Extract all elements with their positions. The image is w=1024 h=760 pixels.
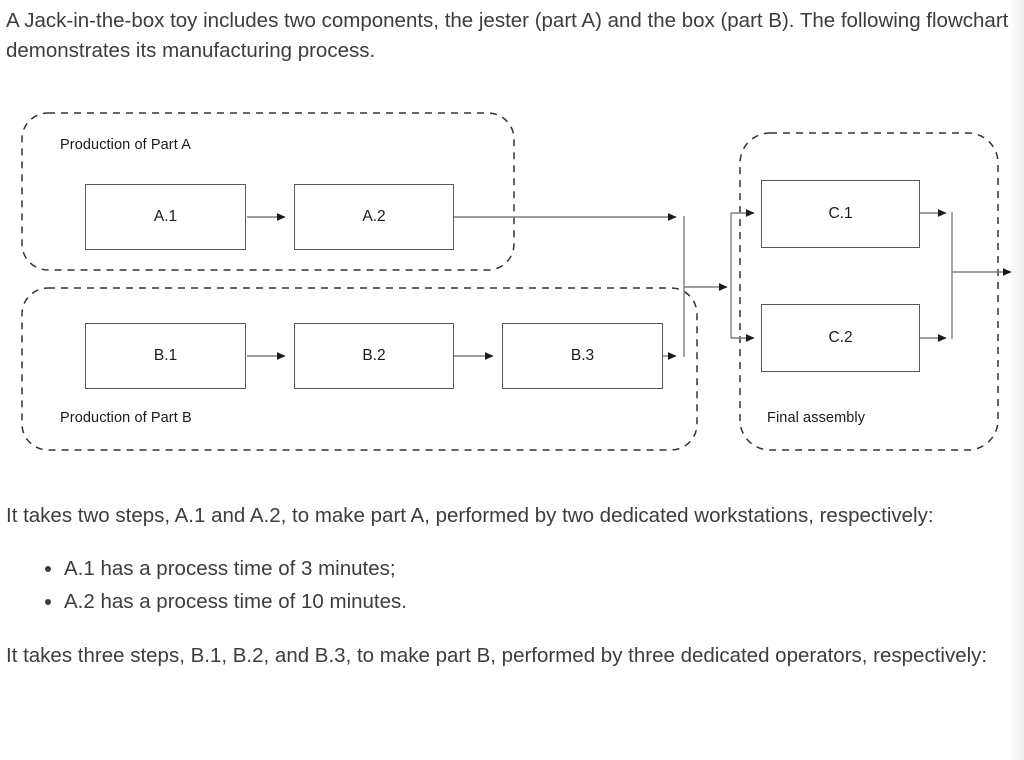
node-b2-label: B.2 (362, 347, 386, 364)
group-label-part-a: Production of Part A (60, 137, 191, 153)
node-c2-label: C.2 (828, 329, 853, 346)
node-a1[interactable]: A.1 (85, 184, 246, 250)
node-b1[interactable]: B.1 (85, 323, 246, 389)
list-item: A.2 has a process time of 10 minutes. (64, 585, 1016, 618)
paragraph-part-a-steps: It takes two steps, A.1 and A.2, to make… (6, 504, 934, 527)
node-b1-label: B.1 (153, 347, 178, 364)
group-label-part-b: Production of Part B (60, 410, 192, 426)
bullet-list-part-a: A.1 has a process time of 3 minutes; A.2… (6, 552, 1016, 618)
intro-paragraph: A Jack-in-the-box toy includes two compo… (6, 9, 1009, 62)
group-label-final-assembly: Final assembly (767, 410, 866, 426)
node-b3-label: B.3 (570, 347, 595, 364)
group-part-b-outline (21, 287, 698, 451)
manufacturing-flowchart: Production of Part A Production of Part … (0, 100, 1024, 470)
node-a2-label: A.2 (362, 208, 386, 225)
flowchart-connectors-and-groups (21, 112, 1012, 451)
node-b3[interactable]: B.3 (502, 323, 663, 389)
body-copy: It takes two steps, A.1 and A.2, to make… (6, 500, 1016, 672)
list-item: A.1 has a process time of 3 minutes; (64, 552, 1016, 585)
paragraph-part-b-steps: It takes three steps, B.1, B.2, and B.3,… (6, 644, 988, 667)
node-c1[interactable]: C.1 (761, 180, 920, 248)
group-part-a-outline (21, 112, 515, 271)
node-a1-label: A.1 (153, 208, 178, 225)
node-b2[interactable]: B.2 (294, 323, 454, 389)
node-c1-label: C.1 (828, 205, 853, 222)
node-a2[interactable]: A.2 (294, 184, 454, 250)
node-c2[interactable]: C.2 (761, 304, 920, 372)
